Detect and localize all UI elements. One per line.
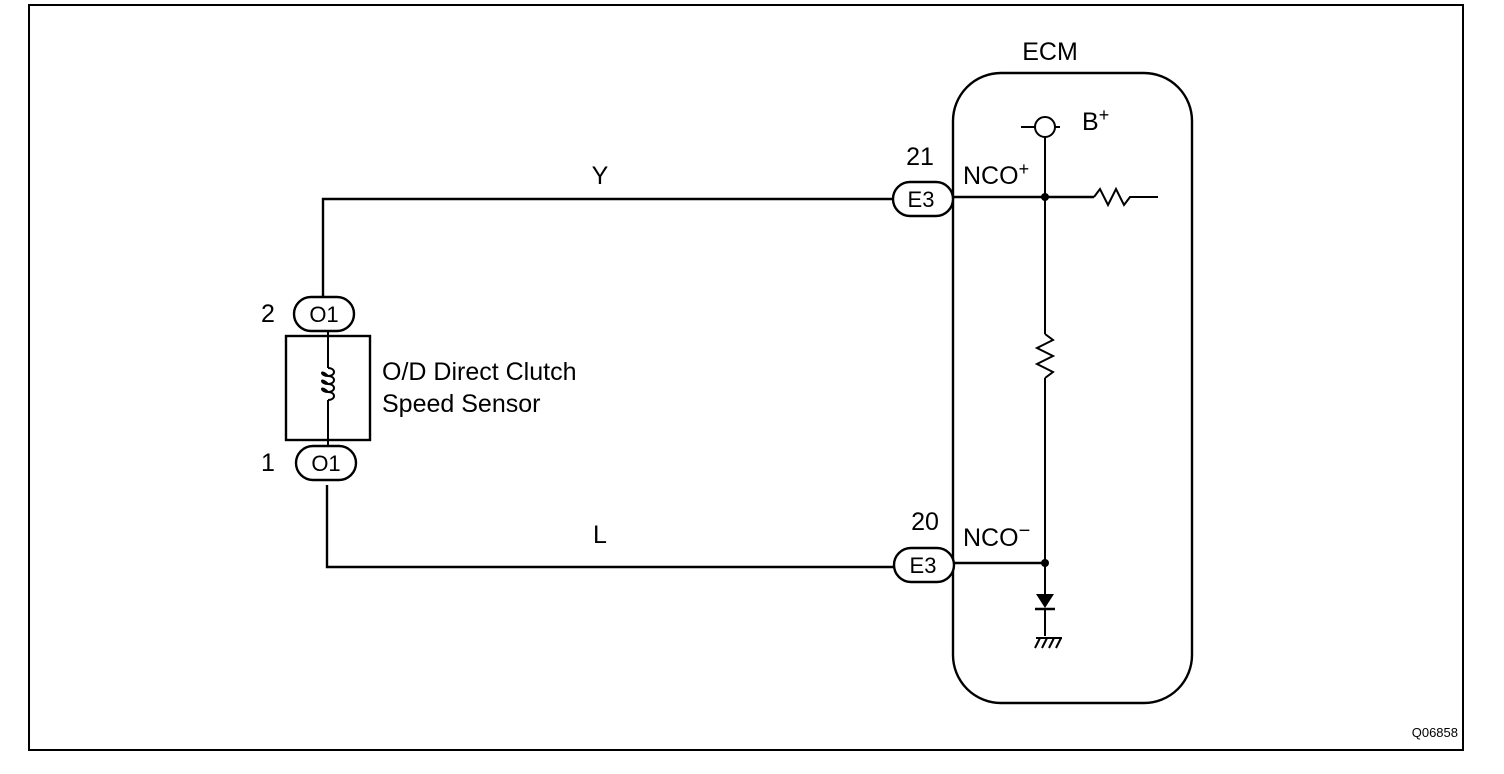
coil-icon xyxy=(321,331,335,446)
sensor-pin-bottom-number: 1 xyxy=(261,449,275,477)
sensor-connector-bottom-label: O1 xyxy=(311,451,340,476)
sensor-name-line1: O/D Direct Clutch xyxy=(382,358,576,386)
sensor-name-line2: Speed Sensor xyxy=(382,390,540,418)
ecm-box: ECM xyxy=(951,38,1194,705)
ground-icon xyxy=(1034,637,1062,649)
diode-icon xyxy=(1035,563,1055,636)
supply-label: B+ xyxy=(1082,105,1109,136)
ecm-pin-bottom: E3 20 NCO− xyxy=(892,508,1030,584)
ecm-title: ECM xyxy=(1022,38,1078,66)
wire-bottom: L xyxy=(325,485,894,569)
ecm-pin-bottom-number: 20 xyxy=(911,508,939,536)
ecm-pin-bottom-signal: NCO− xyxy=(963,520,1030,552)
ecm-connector-bottom-label: E3 xyxy=(910,553,937,578)
ecm-pin-top-signal: NCO+ xyxy=(963,159,1029,190)
wire-top-color: Y xyxy=(592,162,609,190)
wire-top: Y xyxy=(321,162,893,300)
ecm-connector-top-label: E3 xyxy=(908,187,935,212)
ecm-connector-bottom xyxy=(892,546,956,584)
resistor-vertical-icon xyxy=(1034,333,1056,379)
resistor-horizontal-icon xyxy=(1093,186,1158,208)
ecm-internal-circuit: B+ xyxy=(953,105,1158,649)
ecm-pin-top-number: 21 xyxy=(906,143,934,171)
sensor-connector-top: O1 xyxy=(292,295,356,333)
ecm-connector-top xyxy=(891,180,955,218)
supply-terminal-icon xyxy=(1021,116,1060,197)
sensor-connector-top-label: O1 xyxy=(309,302,338,327)
figure-code: Q06858 xyxy=(1412,725,1458,740)
diagram-frame xyxy=(28,4,1464,751)
speed-sensor: O1 2 O1 1 O/D Direct Clutch Speed Sensor xyxy=(261,295,576,482)
ecm-pin-top: E3 21 NCO+ xyxy=(891,143,1029,218)
wire-bottom-color: L xyxy=(593,521,607,549)
sensor-connector-bottom: O1 xyxy=(294,444,358,482)
sensor-pin-top-number: 2 xyxy=(261,300,275,328)
